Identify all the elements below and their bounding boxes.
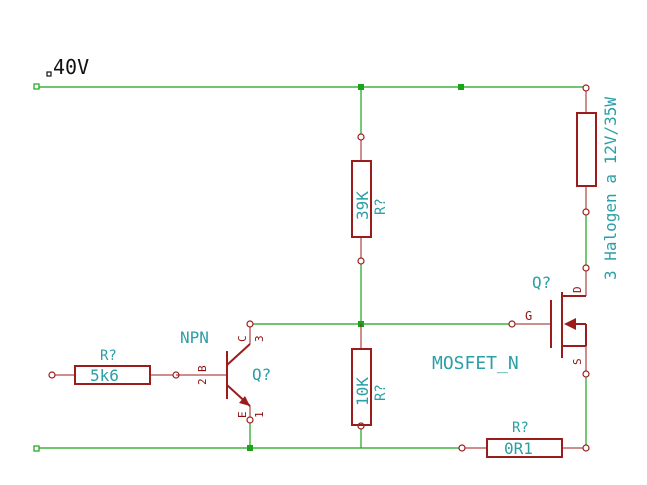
terminal-ground: [33, 445, 40, 452]
load-label: 3 Halogen a 12V/35W: [601, 97, 620, 280]
resistor-5k6-value: 5k6: [90, 366, 119, 385]
mosfet-pin-s: S: [571, 358, 584, 365]
junction-ground-emitter: [247, 445, 253, 451]
npn-pin-b: B: [196, 365, 209, 372]
resistor-10k: 10K R?: [351, 324, 389, 430]
resistor-0r1: 0R1 R?: [458, 420, 590, 458]
terminal-supply: [33, 83, 40, 90]
mosfet-ref: Q?: [532, 273, 551, 292]
mosfet-value: MOSFET_N: [432, 353, 519, 374]
npn-pin-e: E: [236, 411, 249, 418]
resistor-0r1-value: 0R1: [504, 439, 533, 458]
terminal-supply-label-anchor: [46, 71, 52, 77]
junction-supply-right: [458, 84, 464, 90]
npn-ref: Q?: [252, 365, 271, 384]
mosfet-pin-g: G: [525, 309, 532, 323]
npn-pin-e-num: 1: [253, 411, 266, 418]
supply-label: 40V: [53, 55, 89, 79]
mosfet-pin-d: D: [571, 286, 584, 293]
npn-pin-b-num: 2: [196, 378, 209, 385]
mosfet-arrow: [564, 318, 576, 330]
wires: [37, 86, 587, 449]
resistor-39k-value: 39K: [353, 191, 372, 220]
npn-emitter-arrow: [239, 396, 250, 406]
resistor-39k-ref: R?: [373, 198, 389, 215]
resistor-5k6-ref: R?: [100, 348, 117, 364]
resistor-5k6: 5k6 R?: [48, 348, 180, 385]
npn-pin-c: C: [236, 335, 249, 342]
load-halogen: 3 Halogen a 12V/35W: [576, 84, 620, 280]
resistor-10k-ref: R?: [373, 384, 389, 401]
resistor-0r1-ref: R?: [512, 420, 529, 436]
resistor-10k-value: 10K: [353, 377, 372, 406]
resistor-39k: 39K R?: [351, 133, 389, 265]
mosfet-n: Q? MOSFET_N G D S: [432, 264, 590, 378]
npn-pin-c-num: 3: [253, 335, 266, 342]
junction-supply-divider: [358, 84, 364, 90]
npn-value: NPN: [180, 328, 209, 347]
npn-transistor: NPN Q? B 2 C 3 E 1: [176, 320, 271, 424]
